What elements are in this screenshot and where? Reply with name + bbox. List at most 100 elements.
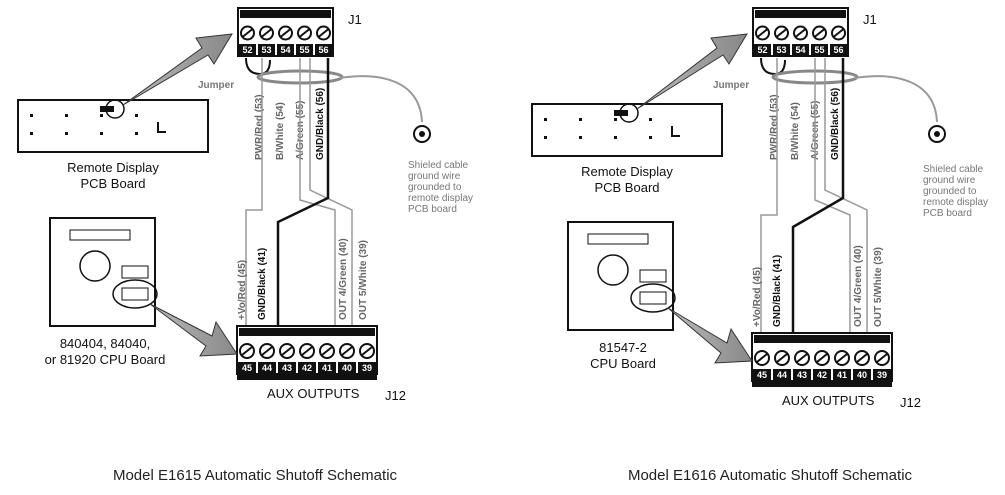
cpu-board-label: or 81920 CPU Board (45, 352, 166, 367)
shield-ground-wire (854, 75, 938, 123)
header-highlight-circle (105, 99, 125, 119)
j12-connector-pin-label: 45 (757, 370, 767, 380)
board-dot (65, 132, 68, 135)
arrow-to-j1 (636, 33, 748, 110)
j1-connector-screw-slot (260, 28, 273, 38)
arrow-to-j12 (667, 307, 753, 364)
bottom-wire-label: OUT 5/White (39) (873, 247, 884, 327)
j1-connector-pin-tab (296, 44, 313, 55)
j1-connector-pin-label: 53 (776, 45, 786, 55)
j12-connector-top-band (239, 328, 375, 336)
j1-connector-pin-label: 54 (280, 45, 290, 55)
shield-note-line: PCB board (408, 204, 457, 215)
shield-note-line: PCB board (923, 208, 972, 219)
j12-connector-pin-label: 43 (797, 370, 807, 380)
j12-connector-pin-tab (358, 362, 376, 373)
board-dot (614, 136, 617, 139)
j1-connector-pin-label: 53 (261, 45, 271, 55)
j1-connector-pin-tab (811, 44, 828, 55)
j12-connector-pin-tab (773, 369, 791, 380)
ground-wire (791, 58, 845, 333)
j12-connector-pin-tab (853, 369, 871, 380)
ground-lug-hole (419, 131, 425, 137)
j1-connector-screw-slot (317, 28, 330, 38)
shield-note-line: grounded to (408, 182, 462, 193)
j12-connector-pin-label: 44 (777, 370, 787, 380)
j12-connector-pin-label: 44 (262, 363, 272, 373)
j12-connector-pin-label: 39 (877, 370, 887, 380)
j1-connector-pin-tab (315, 44, 332, 55)
board-dot (135, 114, 138, 117)
j12-connector-pin-label: 45 (242, 363, 252, 373)
j12-connector-pin-tab (813, 369, 831, 380)
cpu-board (567, 221, 676, 331)
j12-connector-screw-slot (836, 353, 848, 363)
j12-connector-pin-tab (318, 362, 336, 373)
cpu-connector (587, 233, 649, 245)
board-dot (65, 114, 68, 117)
j12-connector-pin-label: 42 (302, 363, 312, 373)
j12-connector-pin-tab (258, 362, 276, 373)
j12-connector-pin-label: 40 (342, 363, 352, 373)
top-wire-label: PWR/Red (53) (769, 94, 780, 160)
j12-connector-pin-label: 42 (817, 370, 827, 380)
j1-connector-screw-slot (794, 28, 807, 38)
bottom-wire-label: +Vo/Red (45) (237, 260, 248, 320)
jumper-label: Jumper (198, 80, 234, 91)
j1-connector-pin-label: 52 (242, 45, 252, 55)
shield-note-line: grounded to (923, 186, 977, 197)
signal-wire (309, 58, 353, 326)
shield-note-line: ground wire (923, 175, 976, 186)
display-header (614, 110, 628, 116)
j12-connector-screw-slot (796, 353, 808, 363)
j1-connector-pin-tab (754, 44, 771, 55)
j12-connector-pin-label: 40 (857, 370, 867, 380)
j12-connector-screw-slot (321, 346, 333, 356)
signal-wire (760, 58, 778, 333)
j12-base (237, 374, 377, 380)
j12-connector-screw-slot (776, 353, 788, 363)
j1-label: J1 (348, 12, 362, 27)
signal-wire (814, 58, 851, 333)
j1-connector-screw-slot (241, 28, 254, 38)
shield-note-line: remote display (408, 193, 473, 204)
j12-connector-screw-slot (876, 353, 888, 363)
j12-connector-screw-slot (361, 346, 373, 356)
board-dot (544, 136, 547, 139)
cpu-aux-header (639, 291, 667, 305)
remote-display-label: Remote Display (67, 160, 159, 175)
board-dot (649, 118, 652, 121)
j12-connector-pin-tab (833, 369, 851, 380)
j12-connector-pin-label: 39 (362, 363, 372, 373)
j12-label: J12 (385, 388, 406, 403)
board-dot (100, 114, 103, 117)
shield-note-line: Shieled cable (408, 160, 468, 171)
arrow-to-j1 (122, 33, 233, 106)
j12-connector-pin-tab (278, 362, 296, 373)
board-dot (135, 132, 138, 135)
remote-display-board (17, 99, 209, 153)
j12-connector-pin-tab (238, 362, 256, 373)
j1-connector-top-band (240, 10, 331, 18)
cpu-chip (79, 250, 111, 282)
j12-connector-screw-slot (756, 353, 768, 363)
cpu-board-label: 81547-2 (599, 340, 647, 355)
j12-connector-pin-label: 41 (837, 370, 847, 380)
j12-connector-pin-tab (338, 362, 356, 373)
schematic-caption: Model E1616 Automatic Shutoff Schematic (628, 467, 913, 484)
bottom-wire-label: GND/Black (41) (257, 248, 268, 320)
j12-connector-screw-slot (301, 346, 313, 356)
j12-connector-screw-slot (341, 346, 353, 356)
board-dot (544, 118, 547, 121)
j1-connector-pin-label: 56 (833, 45, 843, 55)
j1-connector-pin-label: 54 (795, 45, 805, 55)
aux-highlight-circle (630, 283, 676, 313)
cpu-relay (639, 269, 667, 283)
signal-wire (299, 58, 336, 326)
bottom-wire-label: OUT 4/Green (40) (338, 238, 349, 320)
top-wire-label: B/White (54) (790, 102, 801, 160)
